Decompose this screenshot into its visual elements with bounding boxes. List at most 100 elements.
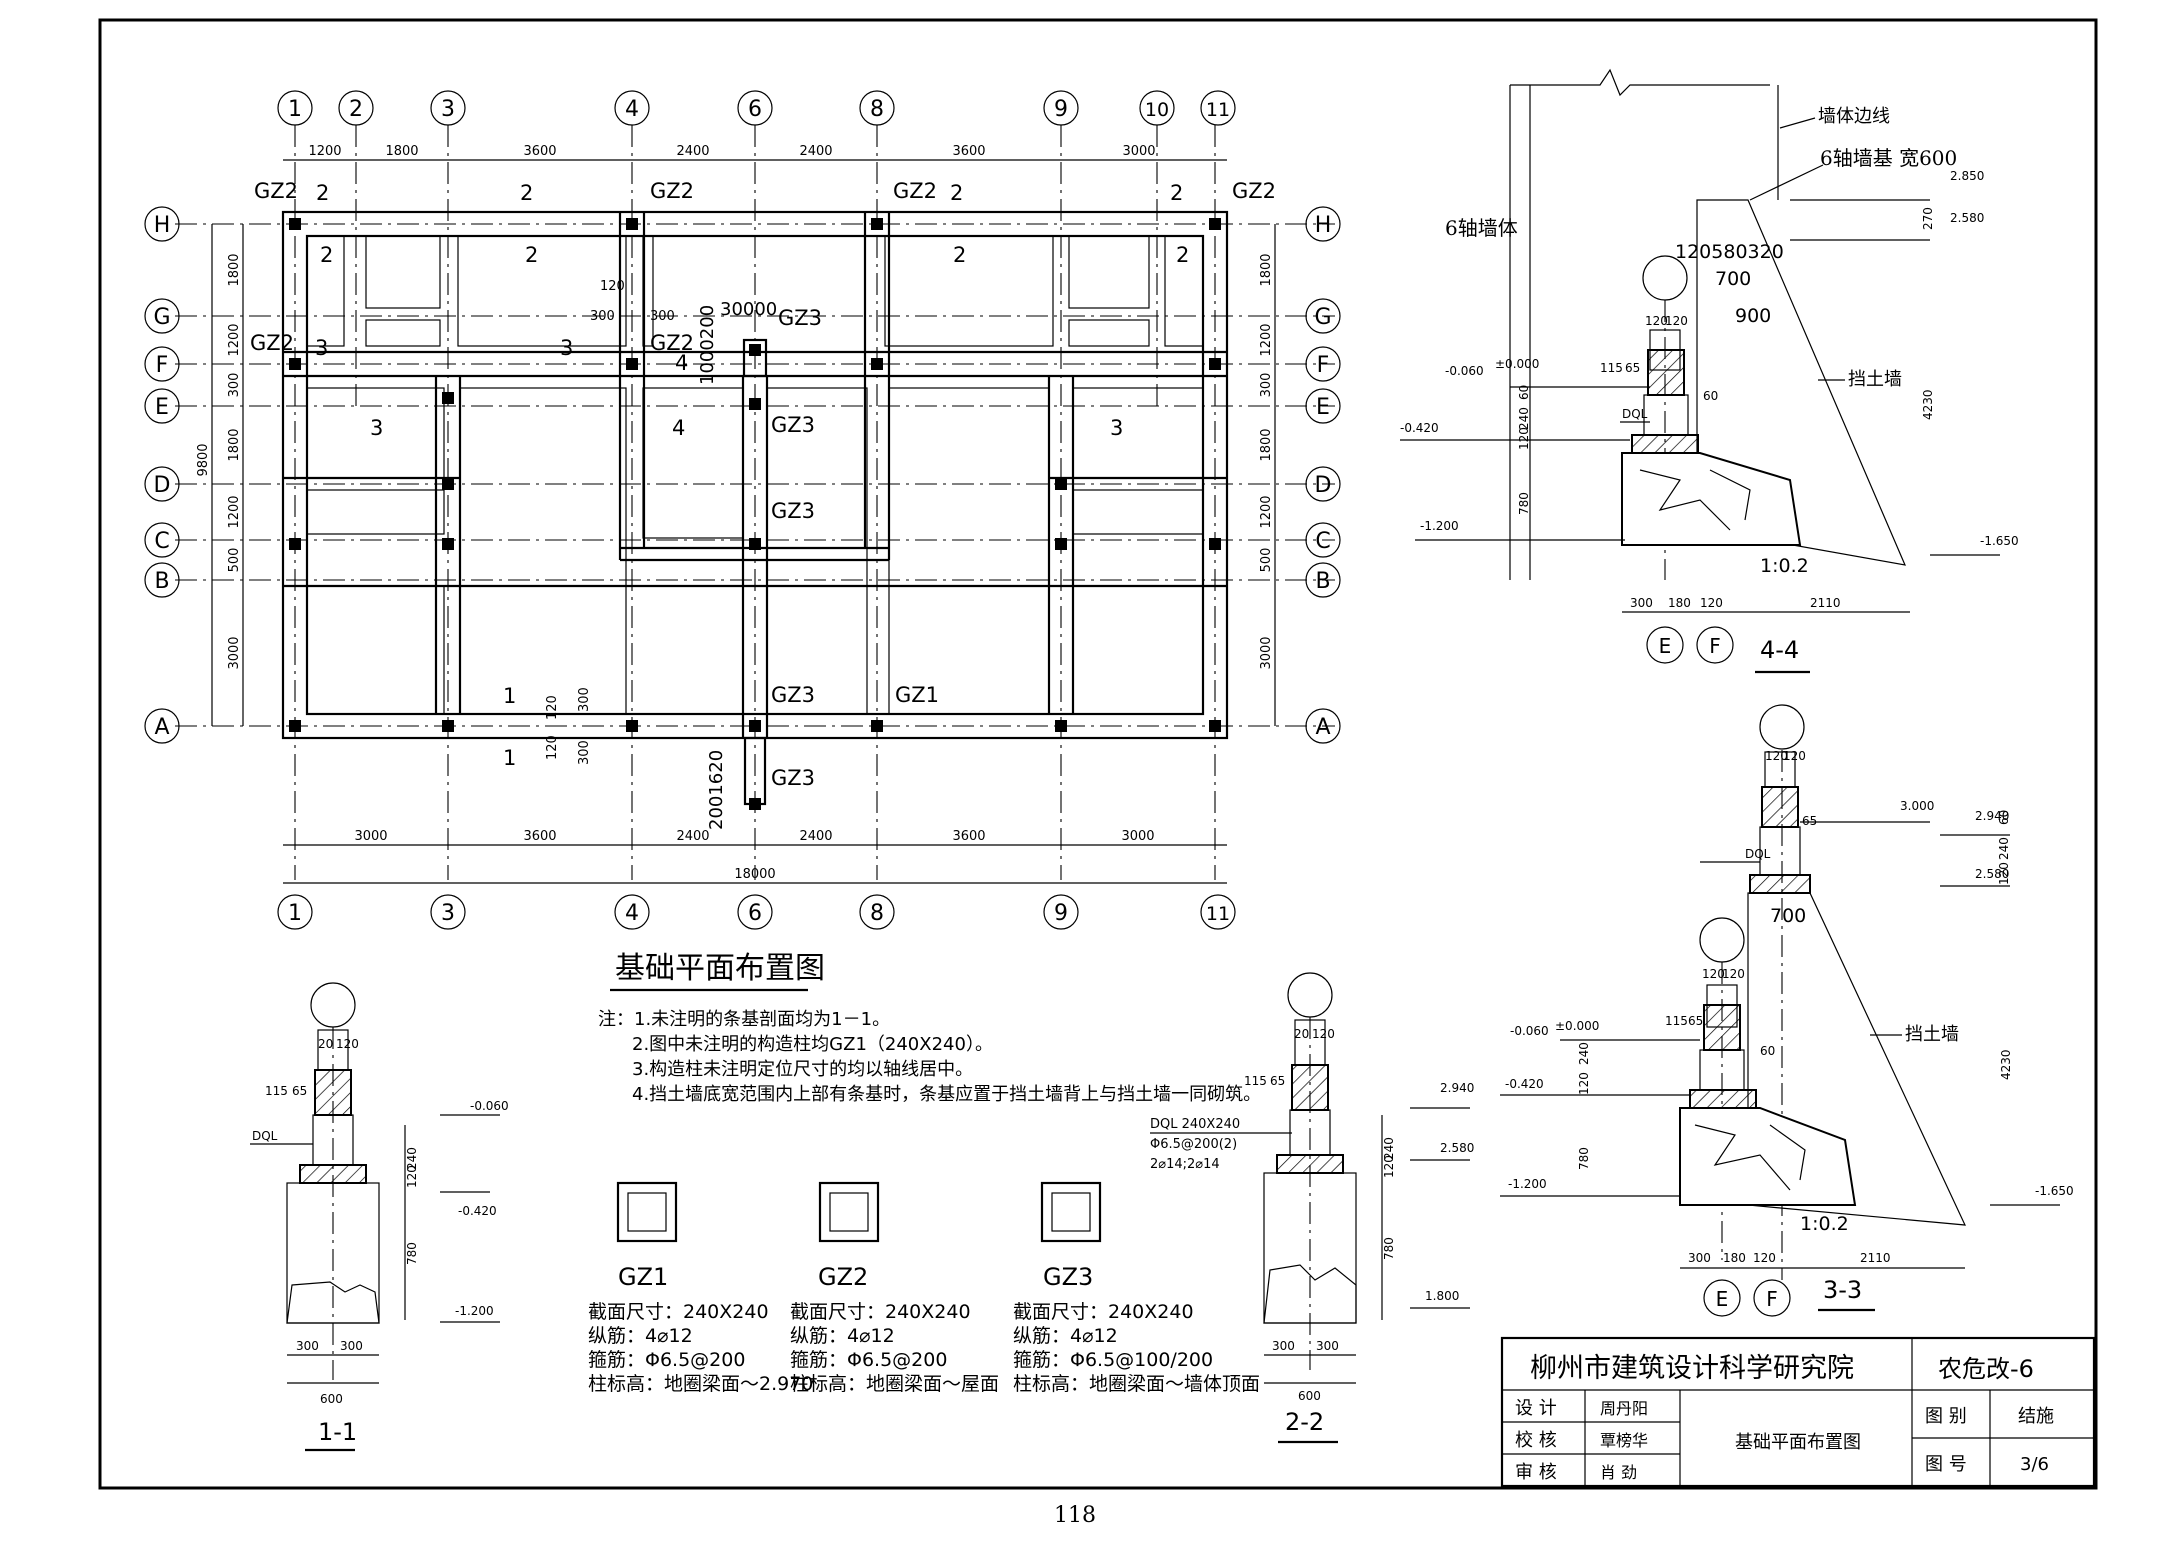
svg-text:-0.420: -0.420: [1400, 421, 1439, 435]
svg-text:图 号: 图 号: [1925, 1454, 1967, 1475]
svg-text:115: 115: [1665, 1014, 1688, 1028]
plan-dims-left: 1800 1200 300 1800 1200 500 3000 9800: [196, 224, 244, 726]
axis-bubble-top: 4: [614, 90, 650, 126]
svg-text:3: 3: [315, 336, 328, 360]
plan-local-dims: 30000 1000200 120 300 300 120 300 120 30…: [545, 279, 777, 830]
svg-text:纵筋：4⌀12: 纵筋：4⌀12: [1013, 1325, 1118, 1347]
plan-columns: [289, 218, 1221, 810]
axis-bubble-top: 1: [277, 90, 313, 126]
svg-text:GZ3: GZ3: [771, 499, 815, 523]
svg-text:H: H: [1315, 213, 1332, 238]
svg-text:E: E: [1716, 1287, 1729, 1311]
svg-text:1.800: 1.800: [1425, 1289, 1459, 1303]
axis-bubble-bottom: 3: [430, 894, 466, 930]
svg-text:115: 115: [1600, 361, 1623, 375]
section-3-3: 120 120 65 60 240 120 DQL 3.000 2.940 2.…: [1500, 704, 2074, 1317]
svg-text:60: 60: [1517, 385, 1531, 400]
svg-text:Φ6.5@200(2): Φ6.5@200(2): [1150, 1137, 1237, 1152]
svg-text:500: 500: [227, 548, 242, 573]
svg-text:F: F: [156, 353, 169, 378]
svg-text:300: 300: [296, 1339, 319, 1353]
svg-text:780: 780: [405, 1242, 419, 1265]
svg-text:1800: 1800: [385, 144, 418, 159]
svg-text:A: A: [154, 715, 169, 740]
svg-text:9800: 9800: [196, 443, 211, 476]
svg-text:H: H: [154, 213, 171, 238]
axis-bubble-top: 2: [338, 90, 374, 126]
svg-text:截面尺寸：240X240: 截面尺寸：240X240: [588, 1301, 769, 1323]
svg-text:-1.200: -1.200: [1420, 519, 1459, 533]
svg-text:4-4: 4-4: [1760, 636, 1799, 664]
svg-text:10: 10: [1145, 99, 1169, 121]
section-1-1: 20 120 115 65 240 120 780 DQL -0.060 -0.…: [250, 982, 509, 1452]
svg-text:3/6: 3/6: [2020, 1454, 2049, 1475]
svg-text:E: E: [155, 395, 169, 420]
svg-text:GZ2: GZ2: [893, 179, 937, 203]
svg-text:±0.000: ±0.000: [1555, 1019, 1599, 1033]
svg-text:2.580: 2.580: [1975, 867, 2009, 881]
sheet-border: [98, 18, 2098, 1490]
svg-text:60: 60: [1760, 1044, 1775, 1058]
svg-text:120: 120: [1312, 1027, 1335, 1041]
svg-text:2400: 2400: [676, 144, 709, 159]
svg-text:3600: 3600: [952, 829, 985, 844]
svg-text:1800: 1800: [1259, 428, 1274, 461]
plan-axis-bubbles-bottom: 1 3 4 6 8 9 11: [277, 894, 1236, 930]
svg-text:60: 60: [1703, 389, 1718, 403]
svg-text:65: 65: [292, 1084, 307, 1098]
svg-text:覃榜华: 覃榜华: [1600, 1431, 1648, 1450]
svg-text:GZ3: GZ3: [771, 413, 815, 437]
svg-text:120: 120: [1700, 596, 1723, 610]
svg-text:3: 3: [441, 901, 455, 926]
svg-text:1: 1: [503, 684, 516, 708]
svg-text:30000: 30000: [720, 299, 777, 320]
svg-text:1:0.2: 1:0.2: [1760, 555, 1809, 577]
svg-text:设 计: 设 计: [1515, 1398, 1557, 1419]
axis-bubble-top: 11: [1200, 90, 1236, 126]
svg-text:GZ1: GZ1: [618, 1263, 668, 1291]
svg-text:2: 2: [316, 181, 329, 205]
svg-text:2: 2: [1170, 181, 1183, 205]
svg-text:1: 1: [503, 746, 516, 770]
svg-text:780: 780: [1517, 492, 1531, 515]
svg-text:300: 300: [577, 740, 592, 765]
svg-text:截面尺寸：240X240: 截面尺寸：240X240: [790, 1301, 971, 1323]
svg-text:300: 300: [577, 687, 592, 712]
institute-name: 柳州市建筑设计科学研究院: [1530, 1353, 1854, 1384]
svg-text:审 核: 审 核: [1515, 1462, 1557, 1483]
svg-text:240: 240: [1577, 1042, 1591, 1065]
svg-text:2⌀14;2⌀14: 2⌀14;2⌀14: [1150, 1157, 1220, 1172]
svg-text:120: 120: [1753, 1251, 1776, 1265]
svg-text:F: F: [1766, 1287, 1778, 1311]
svg-text:截面尺寸：240X240: 截面尺寸：240X240: [1013, 1301, 1194, 1323]
svg-text:1800: 1800: [1259, 253, 1274, 286]
column-gz3: GZ3 截面尺寸：240X240 纵筋：4⌀12 箍筋：Φ6.5@100/200…: [1013, 1181, 1260, 1395]
svg-text:700: 700: [1770, 905, 1806, 927]
svg-text:1200: 1200: [227, 323, 242, 356]
general-notes: 注：1.未注明的条基剖面均为1－1。 2.图中未注明的构造柱均GZ1（240X2…: [598, 1009, 1261, 1105]
column-gz1: GZ1 截面尺寸：240X240 纵筋：4⌀12 箍筋：Φ6.5@200 柱标高…: [588, 1181, 813, 1395]
svg-text:180: 180: [1668, 596, 1691, 610]
svg-text:3000: 3000: [1121, 829, 1154, 844]
svg-text:3: 3: [441, 97, 455, 122]
svg-text:65: 65: [1270, 1074, 1285, 1088]
svg-text:2.850: 2.850: [1950, 169, 1984, 183]
svg-text:120: 120: [545, 735, 560, 760]
note-item: 3.构造柱未注明定位尺寸的均以轴线居中。: [632, 1059, 973, 1080]
svg-text:120: 120: [336, 1037, 359, 1051]
svg-text:-1.200: -1.200: [1508, 1177, 1547, 1191]
svg-text:3600: 3600: [523, 829, 556, 844]
svg-text:1200: 1200: [308, 144, 341, 159]
svg-text:3.000: 3.000: [1900, 799, 1934, 813]
svg-text:D: D: [154, 473, 171, 498]
section-2-2: 20 120 115 65 240 120 780 DQL 240X240 Φ6…: [1150, 972, 1474, 1444]
svg-text:300: 300: [1316, 1339, 1339, 1353]
svg-text:G: G: [153, 305, 170, 330]
svg-text:2-2: 2-2: [1285, 1408, 1324, 1436]
svg-text:A: A: [1315, 715, 1330, 740]
plan-axis-bubbles-top: 1 2 3 4 6 8 9 10 11: [277, 90, 1236, 126]
axis-bubble-top: 10: [1139, 90, 1175, 126]
